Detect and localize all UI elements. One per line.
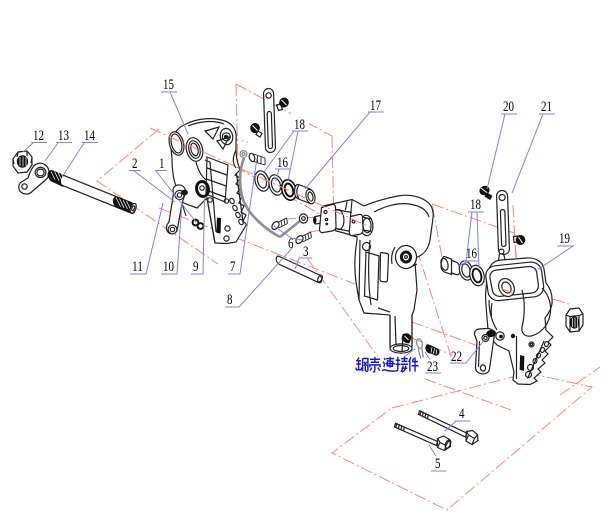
svg-text:19: 19 bbox=[559, 231, 570, 247]
svg-text:4: 4 bbox=[459, 406, 465, 422]
svg-text:12: 12 bbox=[33, 128, 44, 144]
svg-text:10: 10 bbox=[163, 259, 174, 275]
svg-text:23: 23 bbox=[427, 359, 438, 375]
svg-text:21: 21 bbox=[541, 99, 552, 115]
svg-text:15: 15 bbox=[163, 77, 174, 93]
svg-text:8: 8 bbox=[227, 292, 233, 308]
svg-text:2: 2 bbox=[132, 156, 138, 172]
svg-text:14: 14 bbox=[84, 128, 95, 144]
svg-text:18: 18 bbox=[470, 197, 481, 213]
svg-text:20: 20 bbox=[503, 99, 514, 115]
svg-text:16: 16 bbox=[277, 155, 288, 171]
svg-text:22: 22 bbox=[451, 349, 462, 365]
svg-text:16: 16 bbox=[466, 246, 477, 262]
svg-text:5: 5 bbox=[435, 456, 441, 472]
svg-text:9: 9 bbox=[193, 259, 199, 275]
svg-text:18: 18 bbox=[294, 117, 305, 133]
svg-text:11: 11 bbox=[132, 259, 143, 275]
svg-text:3: 3 bbox=[303, 244, 309, 260]
svg-text:13: 13 bbox=[58, 128, 69, 144]
svg-text:6: 6 bbox=[288, 236, 294, 252]
svg-text:1: 1 bbox=[159, 156, 165, 172]
svg-text:17: 17 bbox=[370, 98, 381, 114]
svg-text:7: 7 bbox=[230, 259, 236, 275]
